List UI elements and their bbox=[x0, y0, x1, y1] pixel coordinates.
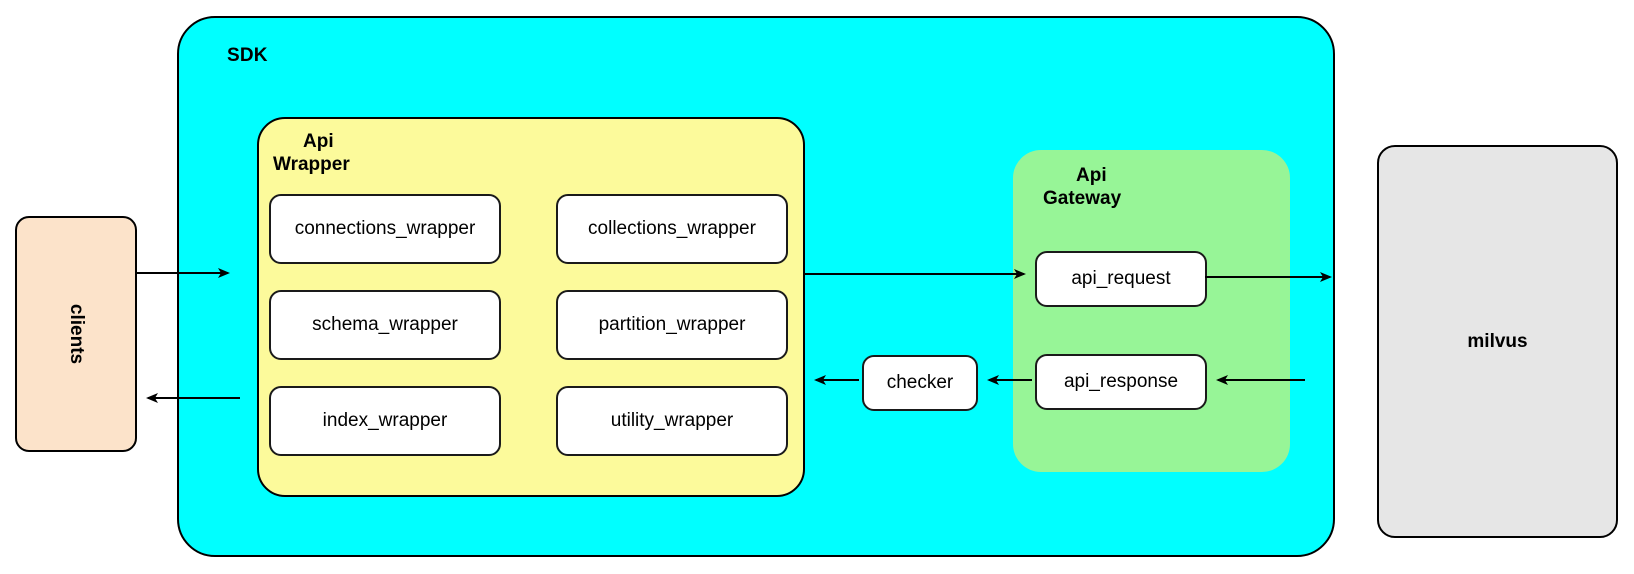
api-gateway-container[interactable]: Api Gateway api_request api_response bbox=[1013, 150, 1290, 472]
api-wrapper-container[interactable]: Api Wrapper connections_wrapper collecti… bbox=[257, 117, 805, 497]
module-schema-wrapper[interactable]: schema_wrapper bbox=[269, 290, 501, 360]
module-collections-wrapper[interactable]: collections_wrapper bbox=[556, 194, 788, 264]
sdk-container[interactable]: SDK Api Wrapper connections_wrapper coll… bbox=[177, 16, 1335, 557]
api-request-node[interactable]: api_request bbox=[1035, 251, 1207, 307]
api-response-node[interactable]: api_response bbox=[1035, 354, 1207, 410]
checker-node[interactable]: checker bbox=[862, 355, 978, 411]
sdk-label: SDK bbox=[227, 45, 268, 66]
milvus-node[interactable]: milvus bbox=[1377, 145, 1618, 538]
clients-label: clients bbox=[65, 303, 87, 365]
clients-node[interactable]: clients bbox=[15, 216, 137, 452]
module-connections-wrapper[interactable]: connections_wrapper bbox=[269, 194, 501, 264]
module-partition-wrapper[interactable]: partition_wrapper bbox=[556, 290, 788, 360]
api-gateway-label-line2: Gateway bbox=[1043, 188, 1122, 209]
module-index-wrapper[interactable]: index_wrapper bbox=[269, 386, 501, 456]
clients-label-wrap: clients bbox=[17, 218, 135, 450]
api-gateway-label: Api Gateway bbox=[1043, 164, 1193, 210]
api-wrapper-label: Api Wrapper bbox=[273, 130, 403, 176]
api-gateway-label-line1: Api bbox=[1076, 165, 1107, 186]
module-utility-wrapper[interactable]: utility_wrapper bbox=[556, 386, 788, 456]
api-wrapper-label-line1: Api bbox=[303, 131, 334, 152]
api-wrapper-label-line2: Wrapper bbox=[273, 154, 350, 175]
